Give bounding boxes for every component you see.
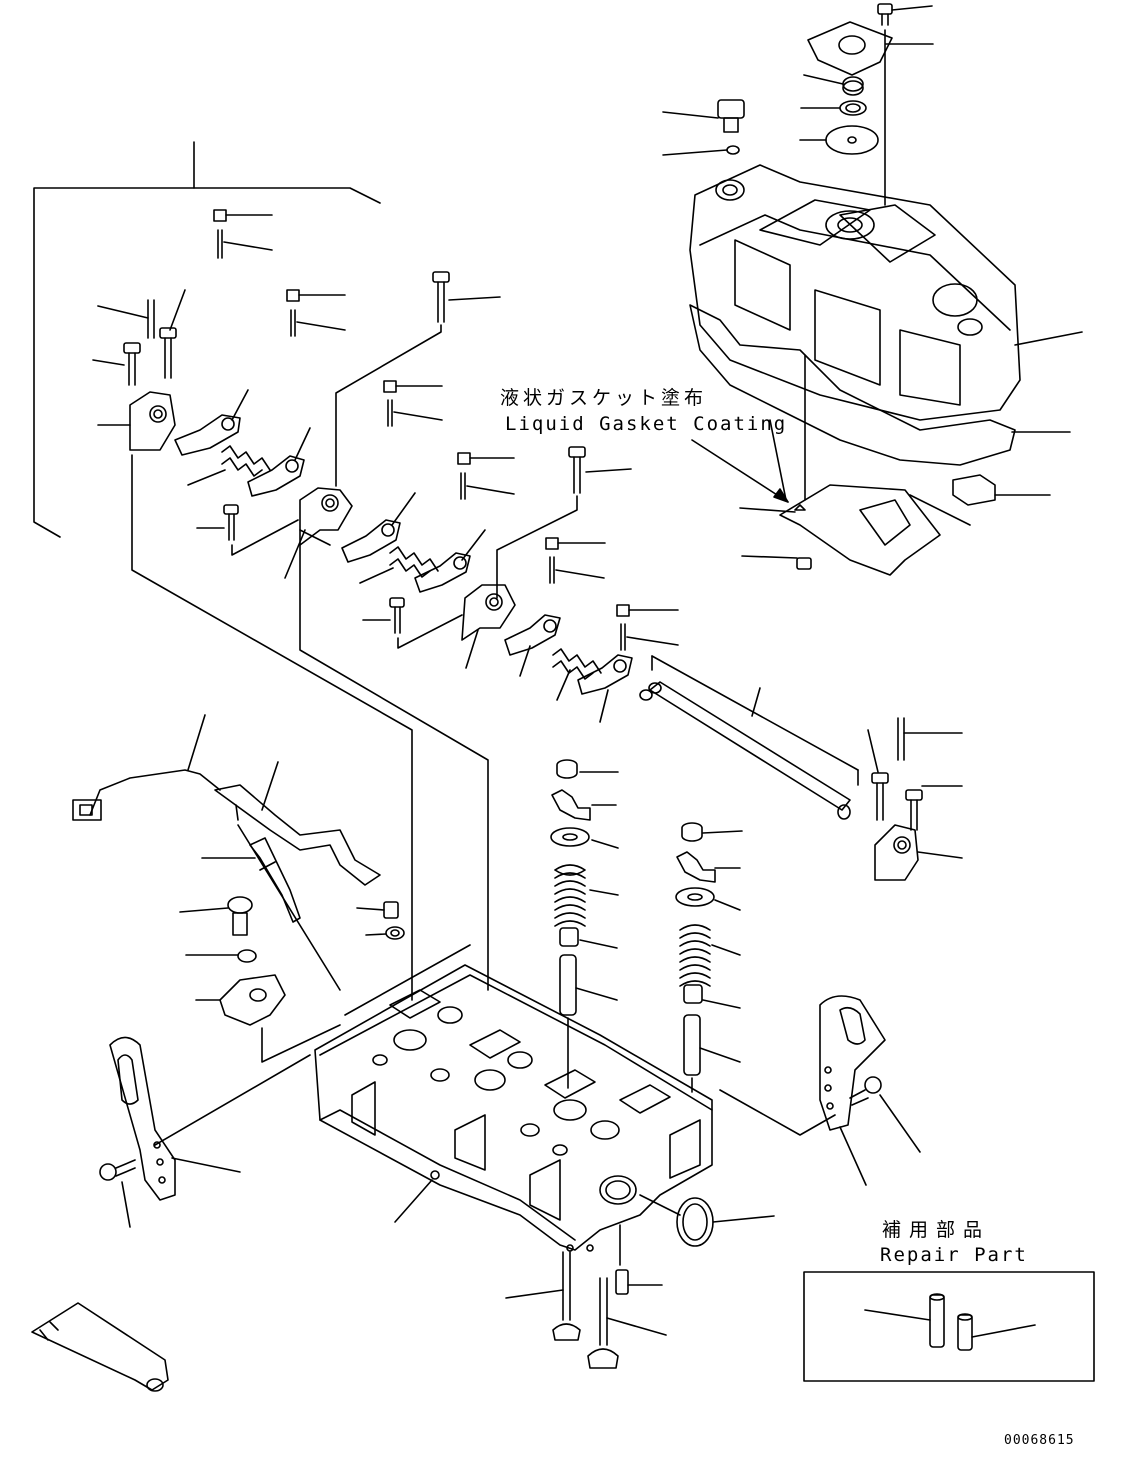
- spring-retainer-1: [550, 827, 619, 849]
- breather-cover: [807, 21, 934, 206]
- drawing-number: 00068615: [1004, 1433, 1075, 1448]
- repair-part-box: [803, 1271, 1095, 1382]
- rocker-support-right: [867, 717, 963, 881]
- rocker-support-left: [97, 391, 176, 451]
- adjust-screw-nut-4: [457, 452, 515, 500]
- rocker-arm-5: [504, 614, 561, 677]
- rocker-spring-1: [187, 445, 271, 486]
- valve-cap-1: [556, 759, 619, 779]
- cover-insulator: [952, 474, 1051, 506]
- exhaust-valve: [587, 1277, 667, 1369]
- rocker-assembly-bracket: [33, 141, 381, 538]
- rocker-shaft-bolt-2: [496, 446, 632, 599]
- valve-spring-1: [554, 864, 619, 927]
- valve-cap-2: [681, 822, 743, 842]
- adjust-screw-nut-1: [213, 209, 273, 259]
- glow-plug-assembly: [72, 714, 405, 1063]
- baffle-plate: [739, 354, 971, 576]
- glow-plug-connector-plate: [214, 761, 381, 886]
- dowel-pin: [615, 1269, 663, 1295]
- valve-stem-seal-2: [683, 984, 741, 1009]
- rocker-arm-4: [414, 529, 486, 593]
- rocker-arm-1: [174, 389, 249, 456]
- nozzle-holder-washer: [185, 949, 257, 963]
- rocker-spring-3: [552, 648, 602, 701]
- rocker-shaft-bolt-1: [335, 271, 501, 487]
- intake-valve: [505, 1251, 581, 1341]
- rocker-support-mid-1: [284, 487, 353, 579]
- support-bolt-1: [196, 504, 299, 556]
- adjust-screw-nut-6: [616, 604, 679, 651]
- valve-stem-seal-1: [559, 927, 618, 949]
- rocker-arm-2: [247, 427, 311, 497]
- nozzle-holder: [195, 974, 341, 1063]
- liquid-gasket-tube: [31, 1302, 169, 1392]
- lifting-bracket-right: [719, 995, 921, 1186]
- liquid-gasket-note-en: Liquid Gasket Coating: [505, 413, 788, 435]
- repair-valve-guide-2: [957, 1313, 1036, 1351]
- rocker-support-mid-2: [461, 584, 516, 669]
- rocker-arm-6: [577, 654, 633, 723]
- head-cover: [689, 164, 1083, 421]
- lifting-bracket-left: [99, 1036, 311, 1228]
- support-bolt-2: [362, 597, 463, 649]
- glow-plug-wire: [72, 714, 221, 821]
- adjust-screw-nut-3: [383, 380, 443, 427]
- breather-washer: [800, 100, 867, 116]
- valve-spring-2: [679, 924, 741, 987]
- left-bolt: [92, 342, 141, 386]
- breather-diaphragm: [799, 125, 879, 155]
- injector-seal: [365, 926, 405, 940]
- liquid-gasket-note-jp: 液状ガスケット塗布: [500, 387, 708, 409]
- repair-valve-guide-1: [864, 1293, 945, 1348]
- valve-guide-2: [683, 1014, 741, 1093]
- adjust-screw-nut-5: [545, 537, 606, 584]
- valve-cotter-2: [676, 851, 741, 883]
- repair-part-label-en: Repair Part: [880, 1244, 1028, 1266]
- left-stud-bolt: [97, 289, 186, 379]
- head-cover-gasket: [689, 304, 1071, 466]
- valve-train: [505, 759, 743, 1369]
- adjust-screw-nut-2: [286, 289, 346, 337]
- bracket-bolt-left: [99, 1159, 136, 1228]
- cover-screw: [877, 3, 933, 26]
- rocker-arm-3: [341, 492, 416, 563]
- bracket-bolt-right: [849, 1076, 921, 1153]
- oil-seal: [639, 1194, 775, 1247]
- head-cover-assembly: [662, 3, 1083, 576]
- valve-guide-1: [559, 954, 618, 1089]
- oil-filler-cap: [662, 99, 745, 156]
- cylinder-head: [314, 944, 713, 1252]
- nozzle-holder-bolt: [179, 896, 253, 936]
- rocker-shaft: [639, 655, 859, 820]
- repair-part-label-jp: 補用部品: [882, 1219, 991, 1241]
- valve-cotter-1: [551, 789, 617, 821]
- spring-retainer-2: [675, 887, 741, 911]
- injector-sleeve: [356, 901, 399, 919]
- rocker-spring-2: [359, 546, 439, 584]
- rocker-arm-assembly: [92, 209, 963, 1001]
- breather-ring: [803, 74, 864, 96]
- liquid-gasket-arrow: [691, 419, 789, 503]
